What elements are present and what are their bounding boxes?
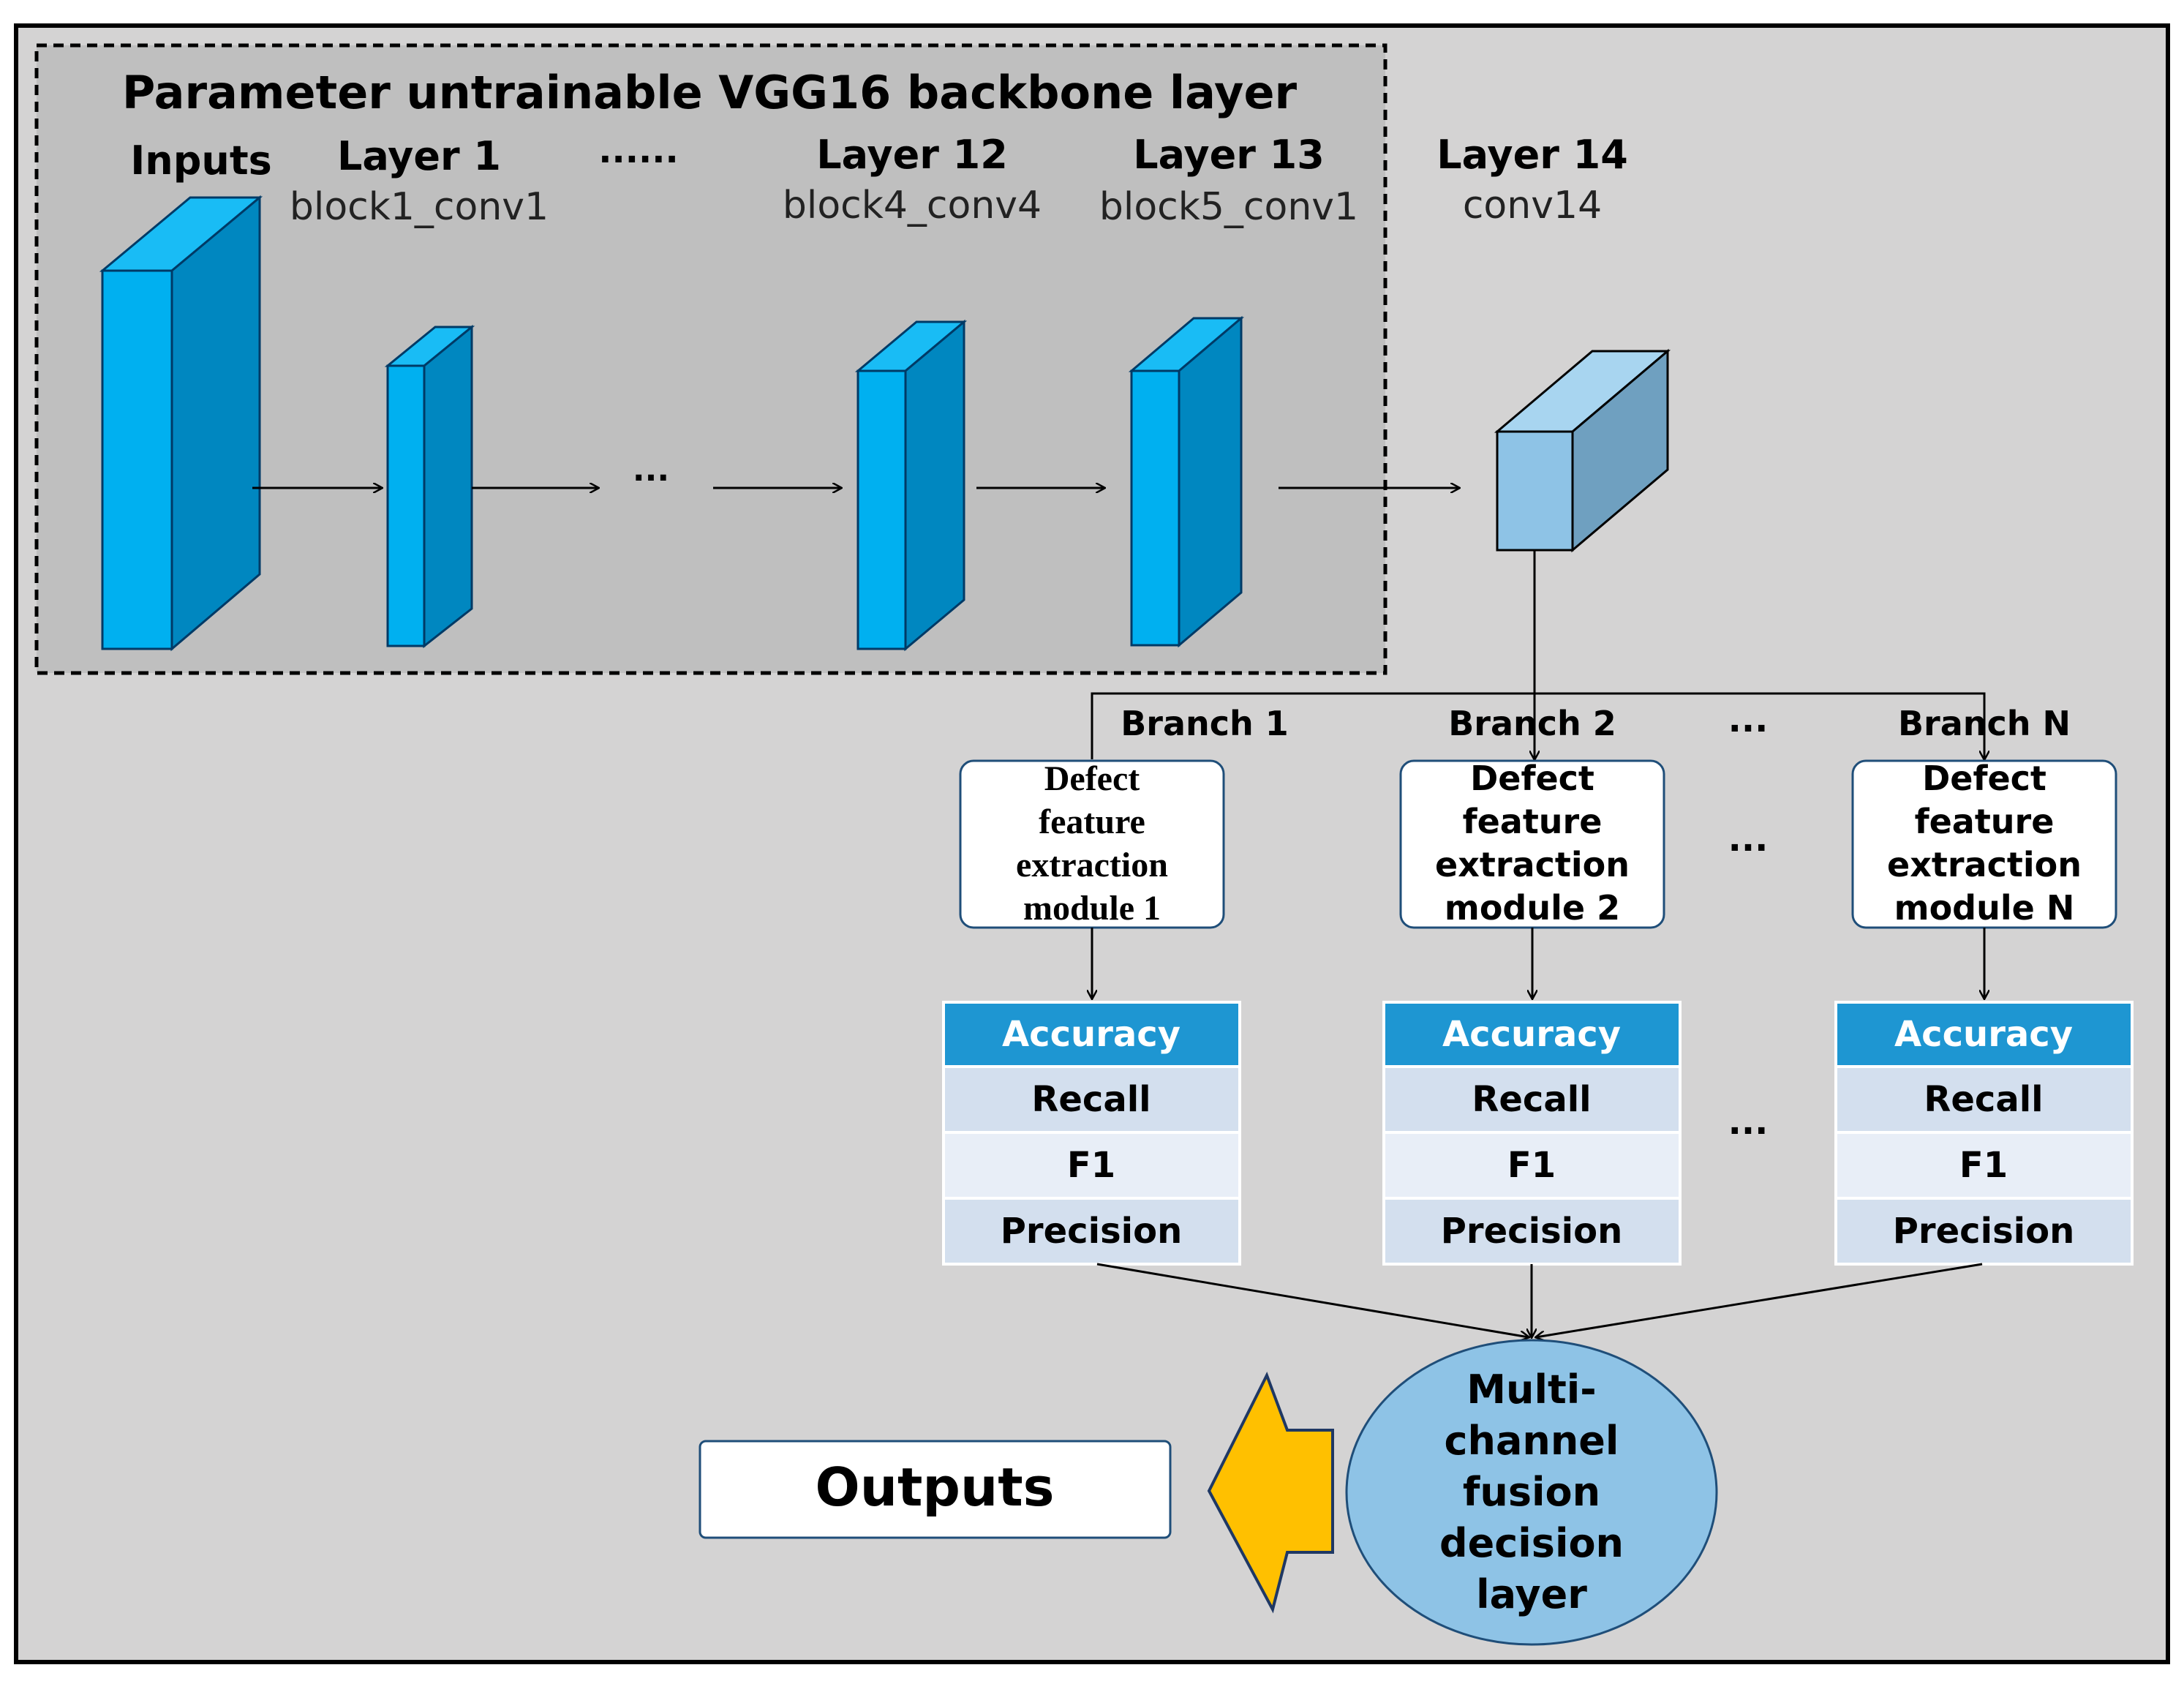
- metric-row: F1: [1067, 1145, 1115, 1186]
- metric-row: Precision: [1001, 1211, 1182, 1252]
- fusion-node: Multi- channel fusion decision layer: [1345, 1339, 1718, 1646]
- fusion-line-3: fusion: [1463, 1469, 1600, 1515]
- metric-row: Precision: [1441, 1211, 1622, 1252]
- module-n-line-4: module N: [1894, 888, 2075, 928]
- metric-row: Precision: [1893, 1211, 2074, 1252]
- branch-connectors: [1091, 550, 1984, 759]
- metric-row: F1: [1959, 1145, 2008, 1186]
- layer12-label: Layer 12: [816, 132, 1008, 178]
- layer13-sub: block5_conv1: [1099, 185, 1358, 229]
- branch-ellipsis-top: ...: [1728, 699, 1769, 740]
- inputs-label: Inputs: [130, 138, 272, 184]
- output-arrow-icon: [1207, 1371, 1334, 1614]
- module-2-line-4: module 2: [1445, 888, 1620, 928]
- layer13-cube: [1128, 315, 1245, 648]
- branch-2-label: Branch 2: [1448, 704, 1616, 743]
- module-n-line-3: extraction: [1887, 845, 2082, 884]
- input-cube: [99, 195, 263, 652]
- module-n-line-2: feature: [1915, 802, 2055, 841]
- module-1-line-4: module 1: [1023, 889, 1161, 928]
- layer12-sub: block4_conv4: [783, 184, 1042, 228]
- metric-header: Accuracy: [1002, 1014, 1181, 1055]
- outputs-box: Outputs: [698, 1440, 1172, 1539]
- module-2-line-1: Defect: [1470, 759, 1594, 798]
- layer13-label: Layer 13: [1133, 132, 1325, 178]
- fusion-arrows: [1096, 1263, 1983, 1337]
- metrics-table-n: Accuracy Recall F1 Precision: [1834, 1001, 2134, 1266]
- module-box-2: Defect feature extraction module 2: [1399, 759, 1665, 929]
- fusion-line-4: decision: [1439, 1520, 1624, 1566]
- metric-row: F1: [1507, 1145, 1556, 1186]
- layer1-sub: block1_conv1: [290, 185, 549, 229]
- metric-header: Accuracy: [1894, 1014, 2073, 1055]
- module-1-line-1: Defect: [1044, 759, 1140, 798]
- layer12-cube: [854, 319, 968, 652]
- backbone-title: Parameter untrainable VGG16 backbone lay…: [122, 66, 1298, 119]
- module-2-line-2: feature: [1463, 802, 1603, 841]
- branch-1-label: Branch 1: [1121, 704, 1289, 743]
- layer14-sub: conv14: [1463, 184, 1602, 228]
- layer1-label: Layer 1: [337, 133, 501, 179]
- layer1-cube: [384, 324, 475, 649]
- metrics-table-1: Accuracy Recall F1 Precision: [942, 1001, 1241, 1266]
- layer14-label: Layer 14: [1436, 132, 1628, 178]
- module-box-1: Defect feature extraction module 1: [959, 759, 1225, 929]
- metrics-table-2: Accuracy Recall F1 Precision: [1382, 1001, 1682, 1266]
- module-1-line-2: feature: [1039, 802, 1145, 841]
- module-2-line-3: extraction: [1435, 845, 1630, 884]
- branch-ellipsis-low: ...: [1728, 1102, 1769, 1143]
- fusion-line-2: channel: [1445, 1418, 1619, 1464]
- mid-ellipsis: ···: [633, 459, 669, 497]
- metric-row: Recall: [1031, 1079, 1151, 1120]
- metric-row: Recall: [1472, 1079, 1591, 1120]
- outputs-label: Outputs: [816, 1456, 1055, 1518]
- module-1-line-3: extraction: [1016, 846, 1168, 884]
- metric-header: Accuracy: [1442, 1014, 1621, 1055]
- fusion-line-1: Multi-: [1466, 1367, 1596, 1413]
- module-box-n: Defect feature extraction module N: [1851, 759, 2117, 929]
- module-n-line-1: Defect: [1922, 759, 2046, 798]
- branch-ellipsis-mid: ...: [1728, 819, 1769, 860]
- branch-n-label: Branch N: [1898, 704, 2071, 743]
- fusion-line-5: layer: [1476, 1571, 1587, 1617]
- top-ellipsis: ......: [598, 130, 678, 171]
- module-table-arrows: [1092, 928, 1984, 999]
- metric-row: Recall: [1924, 1079, 2043, 1120]
